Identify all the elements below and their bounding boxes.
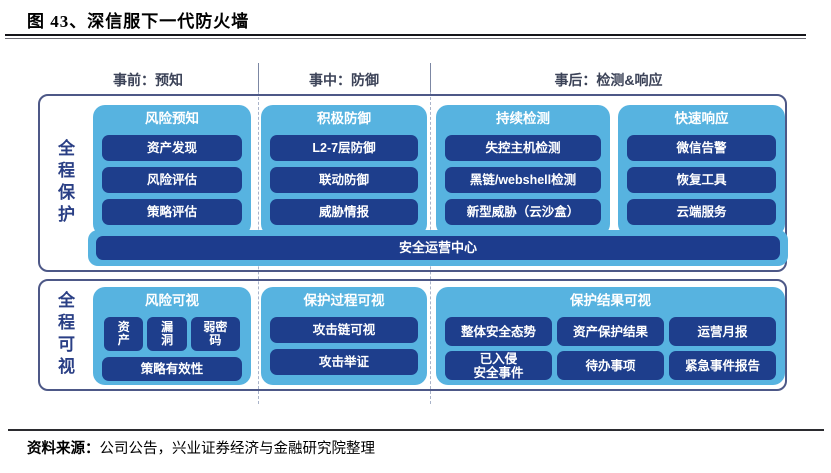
item-asset: 资 产 — [104, 317, 144, 351]
item-asset-protection-result: 资产保护结果 — [557, 317, 664, 346]
item-attack-chain-visibility: 攻击链可视 — [270, 317, 418, 343]
item-policy-effectiveness: 策略有效性 — [102, 357, 242, 381]
item-emergency-incident-report: 紧急事件报告 — [669, 351, 776, 380]
panel-active-defense: 积极防御 L2-7层防御 联动防御 威胁情报 — [261, 105, 427, 236]
item-cloud-service: 云端服务 — [627, 199, 776, 225]
panel-risk-prediction: 风险预知 资产发现 风险评估 策略评估 — [93, 105, 251, 236]
item-intruded-security-events: 已入侵 安全事件 — [445, 351, 552, 380]
item-recovery-tool: 恢复工具 — [627, 167, 776, 193]
item-attack-evidence: 攻击举证 — [270, 349, 418, 375]
item-risk-assessment: 风险评估 — [102, 167, 242, 193]
item-overall-security-posture: 整体安全态势 — [445, 317, 552, 346]
risk-visibility-small-items: 资 产 漏 洞 弱密 码 — [102, 317, 242, 351]
protection-row-frame: 全程保护 风险预知 资产发现 风险评估 策略评估 积极防御 L2-7层防御 联动… — [38, 94, 788, 272]
item-policy-assessment: 策略评估 — [102, 199, 242, 225]
panel-continuous-detection: 持续检测 失控主机检测 黑链/webshell检测 新型威胁（云沙盒） — [436, 105, 610, 236]
phase-header-during: 事中：防御 — [309, 72, 379, 88]
panel-protection-result-visibility: 保护结果可视 整体安全态势 资产保护结果 运营月报 已入侵 安全事件 待办事项 … — [436, 287, 785, 385]
figure-title: 图 43、深信服下一代防火墙 — [27, 12, 250, 31]
item-monthly-operation-report: 运营月报 — [669, 317, 776, 346]
panel-title: 积极防御 — [317, 111, 371, 126]
visibility-row-frame: 全程可视 风险可视 资 产 漏 洞 弱密 码 策略有效性 保护过程可视 攻击链可… — [38, 279, 787, 391]
panel-title: 风险预知 — [145, 111, 199, 126]
source-text: 公司公告，兴业证券经济与金融研究院整理 — [99, 441, 376, 457]
item-l2-7-defense: L2-7层防御 — [270, 135, 418, 161]
source-prefix: 资料来源： — [27, 441, 100, 457]
panel-rapid-response: 快速响应 微信告警 恢复工具 云端服务 — [618, 105, 785, 236]
item-weak-password: 弱密 码 — [190, 317, 241, 351]
item-todo-items: 待办事项 — [557, 351, 664, 380]
phase-header-before: 事前：预知 — [113, 72, 183, 88]
phase-header-after: 事后：检测&响应 — [554, 72, 663, 88]
item-compromised-host-detection: 失控主机检测 — [445, 135, 601, 161]
panel-title: 保护过程可视 — [303, 293, 385, 308]
panel-risk-visibility: 风险可视 资 产 漏 洞 弱密 码 策略有效性 — [93, 287, 251, 385]
phase-divider-line — [258, 63, 259, 92]
item-new-threat-sandbox: 新型威胁（云沙盒） — [445, 199, 601, 225]
item-vulnerability: 漏 洞 — [147, 317, 187, 351]
item-webshell-detection: 黑链/webshell检测 — [445, 167, 601, 193]
security-operation-center-bar: 安全运营中心 — [96, 236, 780, 260]
panel-title: 保护结果可视 — [570, 293, 651, 308]
protection-result-grid: 整体安全态势 资产保护结果 运营月报 已入侵 安全事件 待办事项 紧急事件报告 — [445, 317, 776, 380]
source-note: 资料来源：公司公告，兴业证券经济与金融研究院整理 — [27, 437, 375, 458]
item-wechat-alert: 微信告警 — [627, 135, 776, 161]
panel-title: 快速响应 — [674, 111, 729, 126]
panel-protection-process-visibility: 保护过程可视 攻击链可视 攻击举证 — [261, 287, 427, 385]
item-linked-defense: 联动防御 — [270, 167, 418, 193]
item-threat-intel: 威胁情报 — [270, 199, 418, 225]
source-divider-line — [8, 429, 824, 431]
panel-title: 风险可视 — [145, 293, 199, 308]
visibility-row-side-label: 全程可视 — [55, 291, 74, 379]
phase-divider-line — [430, 63, 431, 92]
item-asset-discovery: 资产发现 — [102, 135, 242, 161]
protection-row-side-label: 全程保护 — [55, 139, 74, 227]
panel-title: 持续检测 — [496, 111, 550, 126]
operation-center-strip: 安全运营中心 — [88, 230, 788, 266]
title-divider-line — [5, 34, 806, 39]
